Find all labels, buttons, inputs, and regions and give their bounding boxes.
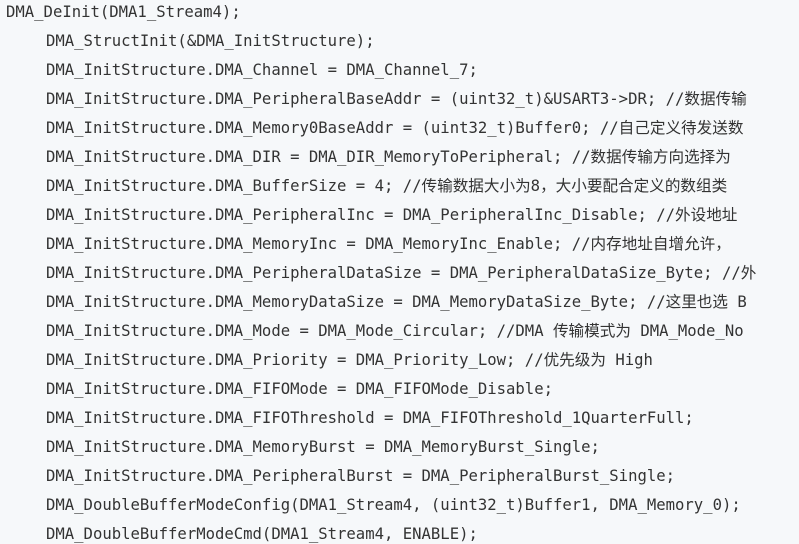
- code-line: DMA_InitStructure.DMA_FIFOThreshold = DM…: [46, 409, 694, 427]
- code-line: DMA_InitStructure.DMA_Priority = DMA_Pri…: [46, 351, 653, 369]
- code-line: DMA_InitStructure.DMA_PeripheralBurst = …: [46, 467, 676, 485]
- code-line: DMA_DoubleBufferModeCmd(DMA1_Stream4, EN…: [46, 525, 478, 543]
- code-line: DMA_InitStructure.DMA_FIFOMode = DMA_FIF…: [46, 380, 553, 398]
- code-line: DMA_DeInit(DMA1_Stream4);: [6, 3, 241, 21]
- code-line: DMA_InitStructure.DMA_MemoryBurst = DMA_…: [46, 438, 600, 456]
- code-line: DMA_InitStructure.DMA_Memory0BaseAddr = …: [46, 119, 744, 137]
- code-line: DMA_InitStructure.DMA_DIR = DMA_DIR_Memo…: [46, 148, 731, 166]
- code-line: DMA_InitStructure.DMA_PeripheralDataSize…: [46, 264, 757, 282]
- code-line: DMA_InitStructure.DMA_MemoryDataSize = D…: [46, 293, 747, 311]
- code-line: DMA_InitStructure.DMA_PeripheralInc = DM…: [46, 206, 738, 224]
- code-line: DMA_InitStructure.DMA_MemoryInc = DMA_Me…: [46, 235, 731, 253]
- code-line: DMA_InitStructure.DMA_BufferSize = 4; //…: [46, 177, 728, 195]
- code-line: DMA_InitStructure.DMA_Channel = DMA_Chan…: [46, 61, 478, 79]
- code-line: DMA_InitStructure.DMA_PeripheralBaseAddr…: [46, 90, 747, 108]
- code-line: DMA_StructInit(&DMA_InitStructure);: [46, 32, 375, 50]
- code-line: DMA_DoubleBufferModeConfig(DMA1_Stream4,…: [46, 496, 741, 514]
- code-line: DMA_InitStructure.DMA_Mode = DMA_Mode_Ci…: [46, 322, 744, 340]
